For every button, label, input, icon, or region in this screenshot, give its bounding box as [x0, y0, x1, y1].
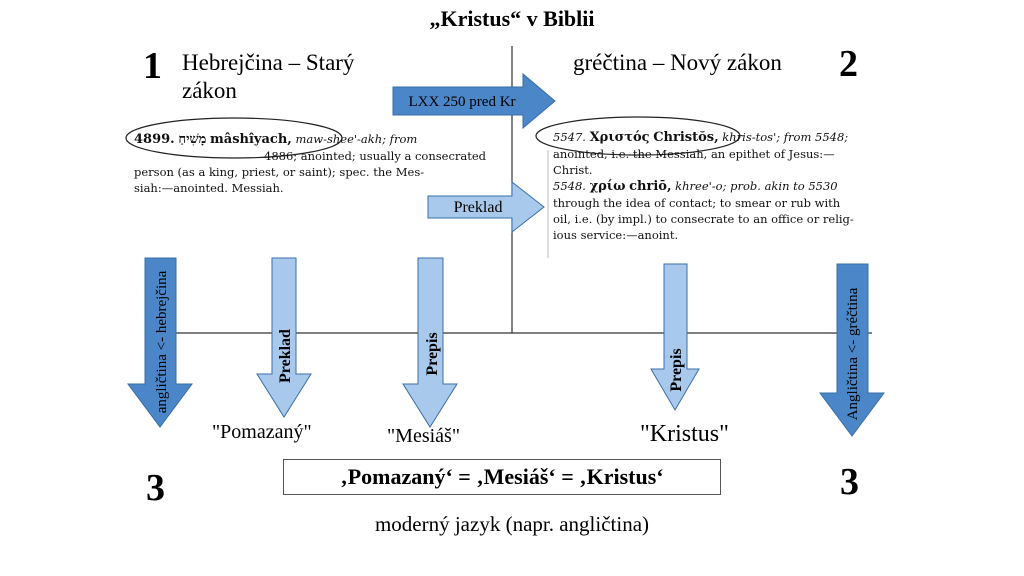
prepis-right-label: Prepis — [668, 348, 685, 391]
greek-entry2-line-2: through the idea of contact; to smear or… — [553, 196, 841, 210]
preklad-right-arrow — [427, 180, 545, 234]
greek-entry2-number: 5548. — [553, 179, 586, 193]
hebrew-entry-number: 4899. — [134, 132, 175, 147]
greek-entry1-word: Χριστός — [589, 130, 650, 145]
prepis-left-arrow — [402, 257, 458, 428]
eng-greek-label: Angličtina <- gréčtina — [845, 287, 861, 420]
greek-entry1-translit: Christŏs, — [653, 130, 719, 145]
label-mesias: "Mesiáš" — [387, 425, 460, 447]
footer-caption: moderný jazyk (napr. angličtina) — [374, 512, 650, 536]
hebrew-entry-line-3: person (as a king, priest, or saint); sp… — [134, 165, 425, 179]
hebrew-entry-line-1: 4899. מָשִׁיחַ mâshîyach, maw-shee'-akh;… — [134, 131, 502, 148]
greek-entry2-translit: chriō, — [629, 179, 672, 194]
greek-entry1-line-3: Christ. — [553, 163, 593, 177]
hebrew-entry-translit: mâshîyach, — [210, 132, 292, 147]
preklad-down-label: Preklad — [277, 329, 294, 383]
hebrew-entry-line-4: siah:—anointed. Messiah. — [134, 181, 284, 195]
prepis-right-arrow — [650, 263, 700, 411]
lxx-arrow — [392, 72, 556, 130]
greek-entry1-line-2: anointed, i.e. the Messiah, an epithet o… — [553, 147, 835, 161]
greek-entry1-rest: khris-tos'; from 5548; — [722, 130, 849, 144]
greek-headword-oval — [535, 116, 741, 156]
greek-entry1-line-1: 5547. Χριστός Christŏs, khris-tos'; from… — [553, 129, 903, 146]
number-3-left: 3 — [146, 467, 165, 509]
preklad-right-label: Preklad — [454, 199, 503, 216]
number-3-right: 3 — [840, 461, 859, 503]
lxx-arrow-label: LXX 250 pred Kr — [408, 94, 515, 110]
hebrew-entry-line-2: 4886; anointed; usually a consecrated — [264, 149, 487, 163]
greek-entry2-line-4: ious service:—anoint. — [553, 228, 679, 242]
greek-entry2-line-3: oil, i.e. (by impl.) to consecrate to an… — [553, 212, 854, 226]
hebrew-entry-rest: maw-shee'-akh; from — [295, 132, 418, 146]
hebrew-headword-oval — [125, 117, 343, 159]
hebrew-entry-word: מָשִׁיחַ — [178, 132, 207, 147]
greek-entry1-number: 5547. — [553, 130, 586, 144]
prepis-left-label: Prepis — [424, 332, 441, 375]
label-pomazany: "Pomazaný" — [212, 421, 312, 443]
eng-greek-arrow — [819, 263, 885, 437]
greek-language-label: gréčtina – Nový zákon — [573, 50, 782, 75]
number-2: 2 — [839, 43, 858, 85]
greek-dictionary-entry: 5547. Χριστός Christŏs, khris-tos'; from… — [553, 129, 903, 243]
greek-entry2-line-1: 5548. χρίω chriō, khree'-o; prob. akin t… — [553, 178, 903, 195]
preklad-down-arrow — [256, 257, 312, 418]
label-kristus: "Kristus" — [640, 421, 729, 447]
eng-hebrew-label: angličtina <- hebrejčina — [154, 270, 170, 413]
eng-hebrew-arrow — [127, 257, 193, 428]
greek-entry2-word: χρίω — [589, 179, 626, 194]
hebrew-dictionary-entry: 4899. מָשִׁיחַ mâshîyach, maw-shee'-akh;… — [134, 131, 502, 196]
number-1: 1 — [143, 45, 162, 87]
hebrew-language-label: Hebrejčina – Starý zákon — [182, 50, 355, 103]
page-title: „Kristus“ v Biblii — [429, 6, 595, 31]
greek-entry2-rest: khree'-o; prob. akin to 5530 — [675, 179, 838, 193]
equation-box: ‚Pomazaný‘ = ‚Mesiáš‘ = ‚Kristus‘ — [283, 459, 721, 495]
